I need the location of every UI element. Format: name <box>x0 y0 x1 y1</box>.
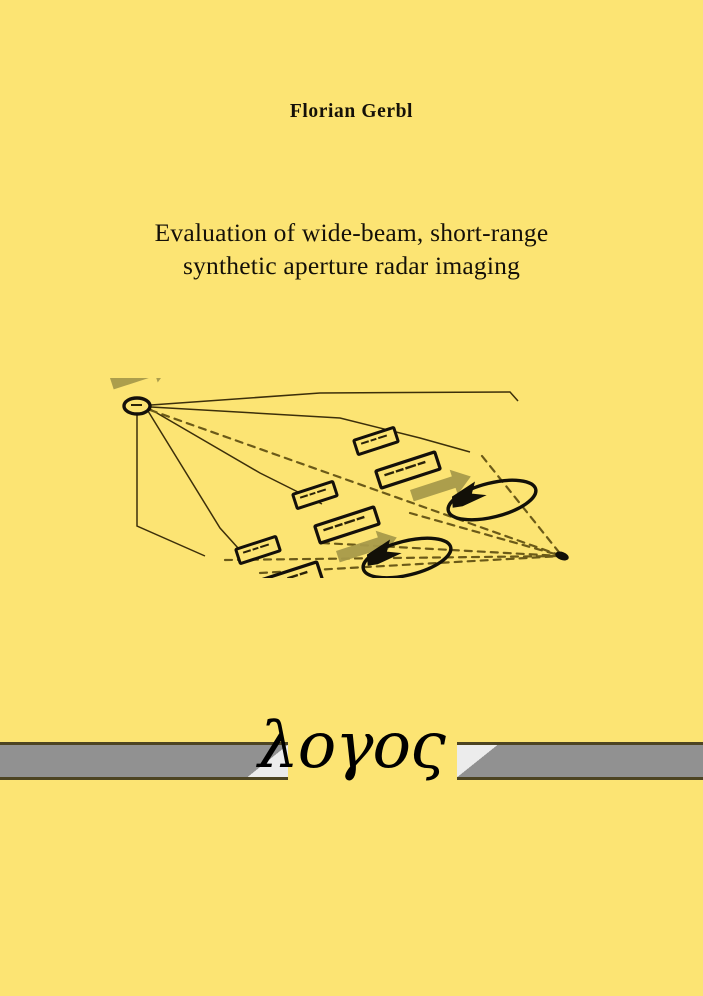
author-name: Florian Gerbl <box>289 101 414 122</box>
publisher-bar-right <box>457 742 703 780</box>
title-line-1: Evaluation of wide-beam, short-range <box>154 218 549 247</box>
sar-imaging-diagram <box>110 378 590 578</box>
publisher-band <box>0 742 703 784</box>
book-title: Evaluation of wide-beam, short-range syn… <box>0 216 703 282</box>
title-line-2: synthetic aperture radar imaging <box>182 251 521 280</box>
antenna-ellipse <box>122 396 152 416</box>
bar-left-notch <box>248 745 288 777</box>
point-target <box>555 551 569 561</box>
publisher-logo-logos: λογος <box>258 709 446 783</box>
publisher-bar-left <box>0 742 288 780</box>
bar-right-notch <box>457 745 497 777</box>
